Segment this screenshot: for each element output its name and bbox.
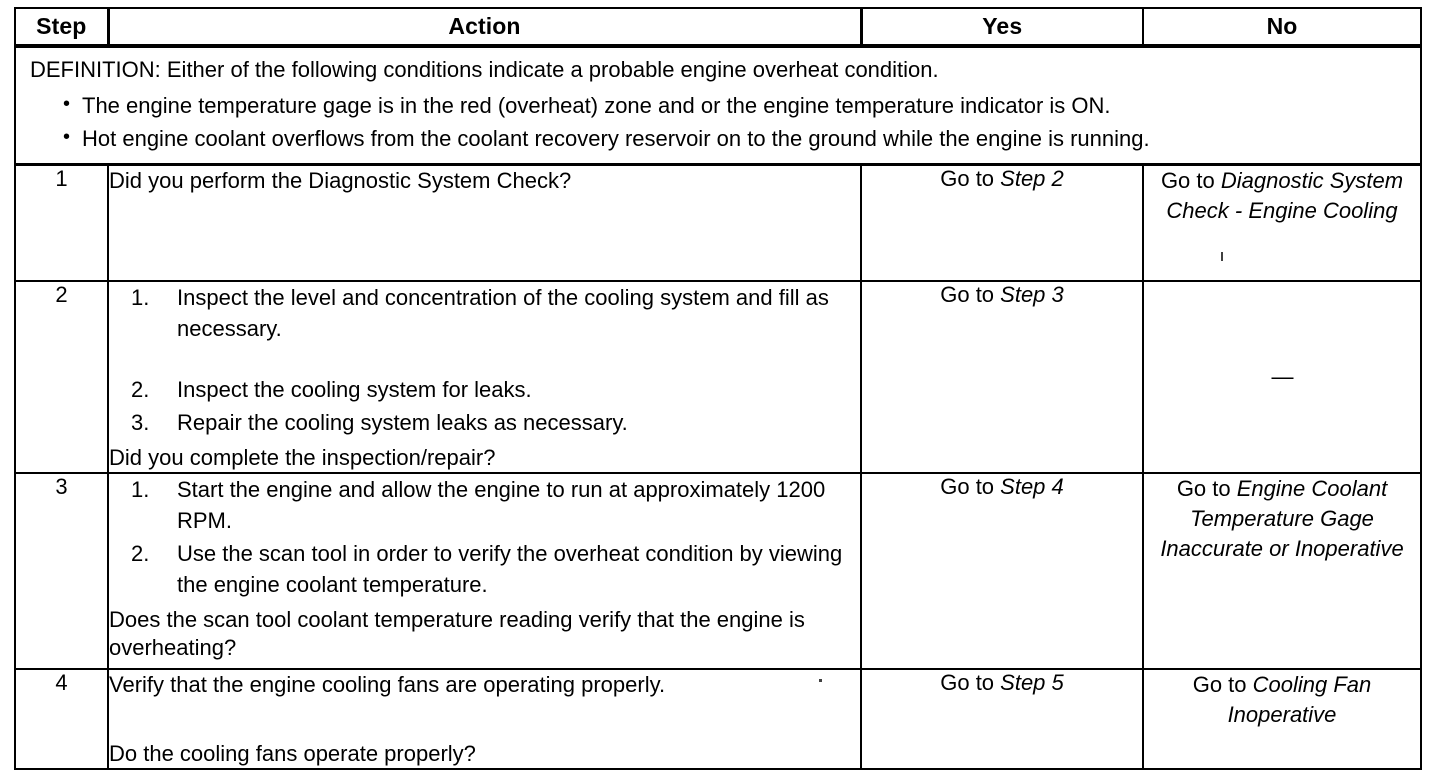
goto-reference: Step 2 bbox=[1000, 166, 1064, 191]
action-step-number: 3. bbox=[131, 410, 150, 435]
column-header-action: Action bbox=[107, 7, 863, 48]
yes-result-cell: Go to Step 2 bbox=[860, 163, 1144, 282]
no-result-cell: Go to Cooling Fan Inoperative bbox=[1142, 668, 1422, 770]
goto-reference: Diagnostic System Check - Engine Cooling bbox=[1166, 168, 1404, 223]
action-step-item: 3. Repair the cooling system leaks as ne… bbox=[109, 407, 860, 438]
action-step-text: Inspect the cooling system for leaks. bbox=[177, 377, 532, 402]
action-step-text: Use the scan tool in order to verify the… bbox=[177, 541, 843, 597]
bullet-icon: • bbox=[63, 93, 71, 115]
no-result-dash: — bbox=[1271, 364, 1294, 389]
action-step-number: 2. bbox=[131, 541, 150, 566]
goto-reference: Cooling Fan Inoperative bbox=[1227, 672, 1372, 727]
column-header-yes: Yes bbox=[860, 7, 1144, 48]
step-number: 3 bbox=[14, 472, 109, 670]
action-cell: 1. Inspect the level and concentration o… bbox=[107, 280, 862, 474]
no-result-cell: Go to Diagnostic System Check - Engine C… bbox=[1142, 163, 1422, 282]
action-cell: Verify that the engine cooling fans are … bbox=[107, 668, 862, 770]
yes-result-cell: Go to Step 4 bbox=[860, 472, 1144, 670]
goto-prefix: Go to bbox=[940, 670, 1001, 695]
definition-bullet-item: • Hot engine coolant overflows from the … bbox=[30, 122, 1410, 155]
yes-result-cell: Go to Step 5 bbox=[860, 668, 1144, 770]
action-question-block: Did you complete the inspection/repair? bbox=[109, 444, 860, 472]
action-question: Did you complete the inspection/repair? bbox=[109, 445, 496, 470]
definition-bullet-text: Hot engine coolant overflows from the co… bbox=[82, 126, 1150, 151]
action-cell: 1. Start the engine and allow the engine… bbox=[107, 472, 862, 670]
action-step-item: 1. Start the engine and allow the engine… bbox=[109, 474, 860, 536]
table-row: 4 Verify that the engine cooling fans ar… bbox=[14, 668, 1422, 770]
goto-prefix: Go to bbox=[940, 474, 1001, 499]
yes-result-cell: Go to Step 3 bbox=[860, 280, 1144, 474]
bullet-icon: • bbox=[63, 126, 71, 148]
goto-prefix: Go to bbox=[940, 282, 1001, 307]
action-step-text: Inspect the level and concentration of t… bbox=[177, 285, 829, 341]
column-header-no: No bbox=[1142, 7, 1422, 48]
definition-bullet-item: • The engine temperature gage is in the … bbox=[30, 89, 1410, 122]
action-question-block: Does the scan tool coolant temperature r… bbox=[109, 606, 860, 662]
definition-bullet-text: The engine temperature gage is in the re… bbox=[82, 93, 1111, 118]
action-step-item: 2. Use the scan tool in order to verify … bbox=[109, 538, 860, 600]
action-step-text: Start the engine and allow the engine to… bbox=[177, 477, 826, 533]
no-result-cell: — bbox=[1142, 280, 1422, 474]
action-step-item: 1. Inspect the level and concentration o… bbox=[109, 282, 860, 344]
action-statement: Verify that the engine cooling fans are … bbox=[109, 672, 666, 697]
action-step-item: 2. Inspect the cooling system for leaks. bbox=[109, 374, 860, 405]
table-row: 1 Did you perform the Diagnostic System … bbox=[14, 163, 1422, 282]
definition-row: DEFINITION: Either of the following cond… bbox=[14, 46, 1422, 166]
definition-lead-text: DEFINITION: Either of the following cond… bbox=[30, 57, 939, 82]
table-row: 3 1. Start the engine and allow the engi… bbox=[14, 472, 1422, 670]
column-header-step: Step bbox=[14, 7, 110, 48]
goto-reference: Step 5 bbox=[1000, 670, 1064, 695]
goto-prefix: Go to bbox=[940, 166, 1001, 191]
action-question: Did you perform the Diagnostic System Ch… bbox=[109, 168, 572, 193]
action-step-text: Repair the cooling system leaks as neces… bbox=[177, 410, 628, 435]
action-step-number: 1. bbox=[131, 285, 150, 310]
no-result-cell: Go to Engine Coolant Temperature Gage In… bbox=[1142, 472, 1422, 670]
goto-reference: Engine Coolant Temperature Gage Inaccura… bbox=[1160, 476, 1404, 561]
goto-prefix: Go to bbox=[1176, 476, 1237, 501]
goto-prefix: Go to bbox=[1160, 168, 1221, 193]
definition-bullet-list: • The engine temperature gage is in the … bbox=[30, 89, 1410, 155]
goto-prefix: Go to bbox=[1192, 672, 1253, 697]
table-row: 2 1. Inspect the level and concentration… bbox=[14, 280, 1422, 474]
definition-cell: DEFINITION: Either of the following cond… bbox=[14, 46, 1422, 166]
goto-reference: Step 3 bbox=[1000, 282, 1064, 307]
action-question: Does the scan tool coolant temperature r… bbox=[109, 607, 805, 660]
action-question: Do the cooling fans operate properly? bbox=[109, 741, 476, 766]
step-number: 2 bbox=[14, 280, 109, 474]
action-step-list: 1. Inspect the level and concentration o… bbox=[109, 282, 860, 438]
action-step-list: 1. Start the engine and allow the engine… bbox=[109, 474, 860, 600]
action-step-number: 2. bbox=[131, 377, 150, 402]
step-number: 4 bbox=[14, 668, 109, 770]
diagnostic-procedure-table: Step Action Yes No DEFINITION: Either of… bbox=[14, 7, 1422, 770]
scan-artifact-speck bbox=[1221, 252, 1223, 261]
step-number: 1 bbox=[14, 163, 109, 282]
table-header-row: Step Action Yes No bbox=[14, 7, 1422, 48]
scan-artifact-speck bbox=[819, 679, 822, 682]
action-cell: Did you perform the Diagnostic System Ch… bbox=[107, 163, 862, 282]
goto-reference: Step 4 bbox=[1000, 474, 1064, 499]
action-step-number: 1. bbox=[131, 477, 150, 502]
